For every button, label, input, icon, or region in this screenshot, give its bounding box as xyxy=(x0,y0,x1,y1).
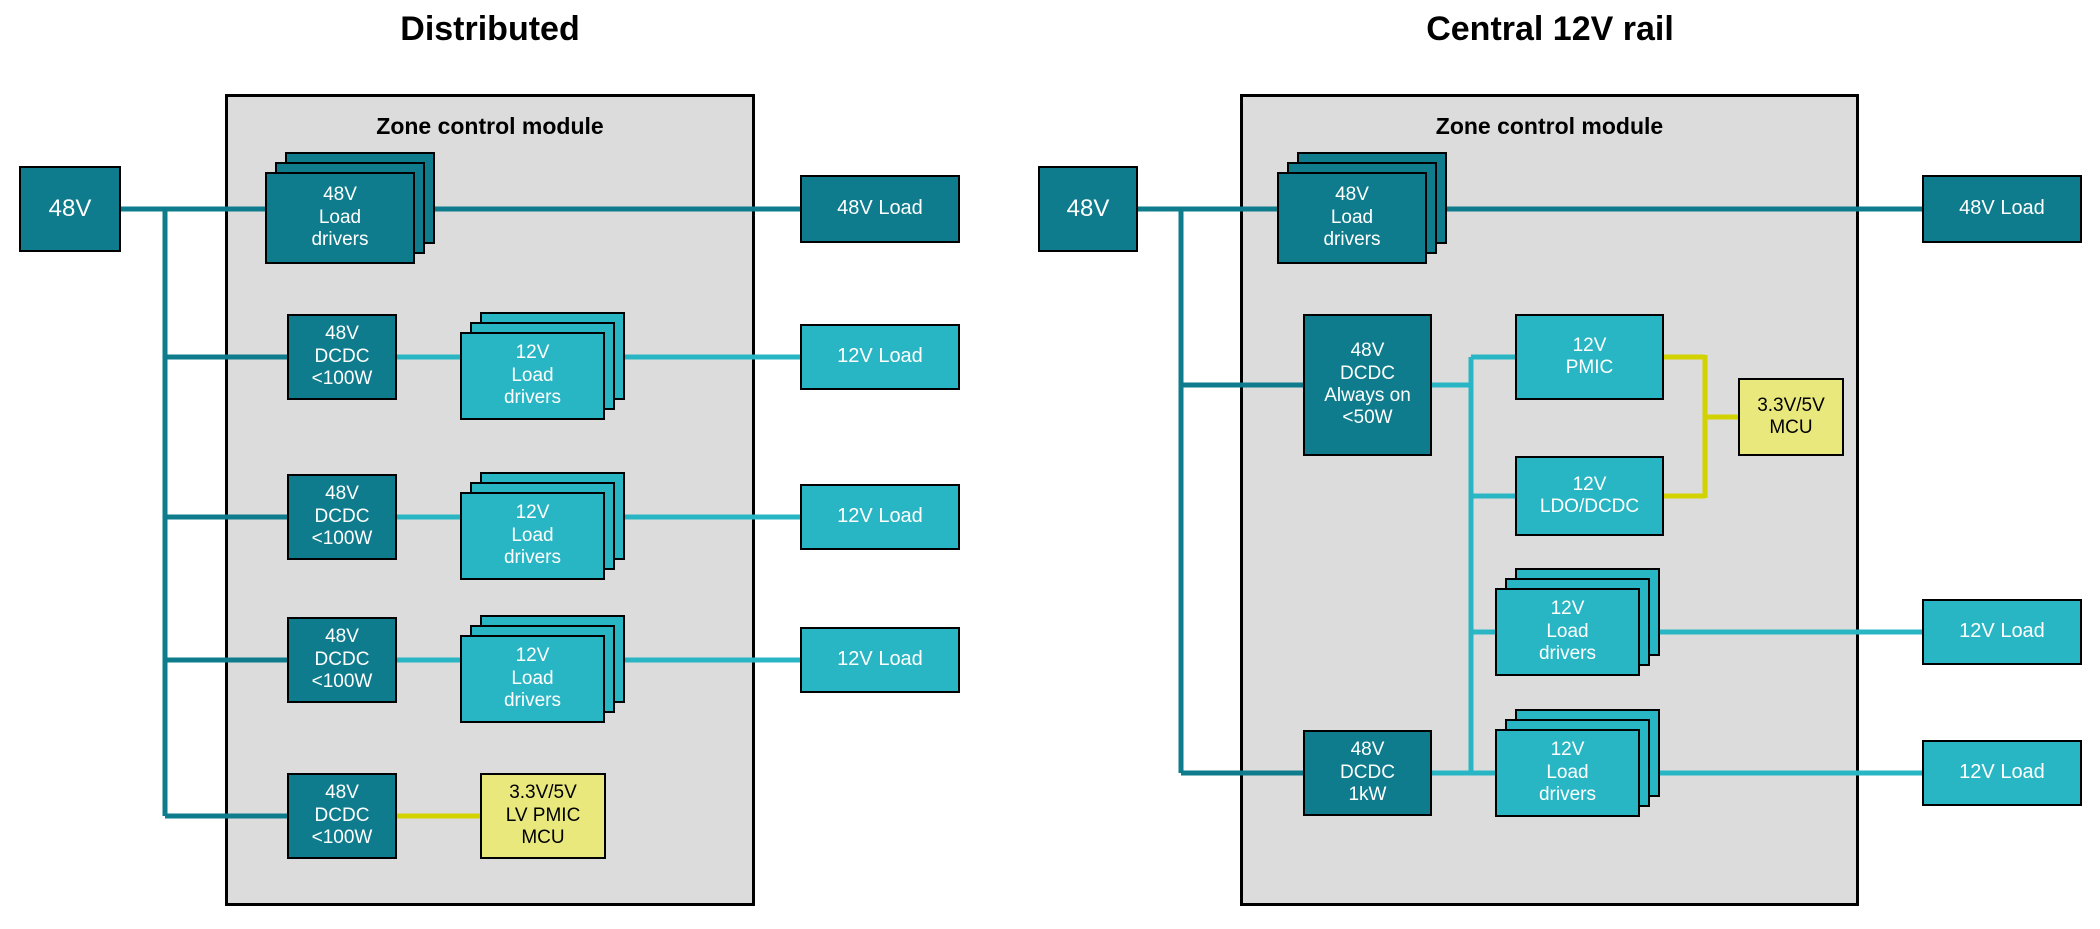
stack-front-card: 48V Load drivers xyxy=(265,172,415,264)
right-12v-pmic: 12V PMIC xyxy=(1515,314,1664,400)
right-dcdc-1kw: 48V DCDC 1kW xyxy=(1303,730,1432,816)
left-12v-load-3: 12V Load xyxy=(800,627,960,693)
left-48v-source: 48V xyxy=(19,166,121,252)
left-12v-load-drivers-stack-2: 12V Load drivers xyxy=(460,472,625,580)
stack-front-card: 12V Load drivers xyxy=(460,492,605,580)
left-dcdc-4: 48V DCDC <100W xyxy=(287,773,397,859)
right-12v-load-drivers-stack-1: 12V Load drivers xyxy=(1495,568,1660,676)
stack-front-card: 12V Load drivers xyxy=(1495,729,1640,817)
left-12v-load-drivers-stack-3: 12V Load drivers xyxy=(460,615,625,723)
left-12v-load-1: 12V Load xyxy=(800,324,960,390)
left-48v-load: 48V Load xyxy=(800,175,960,243)
stack-front-card: 12V Load drivers xyxy=(460,635,605,723)
right-mcu: 3.3V/5V MCU xyxy=(1738,378,1844,456)
left-diagram-title: Distributed xyxy=(400,10,580,48)
left-zone-title: Zone control module xyxy=(376,113,604,139)
right-12v-ldo-dcdc: 12V LDO/DCDC xyxy=(1515,456,1664,536)
left-dcdc-2: 48V DCDC <100W xyxy=(287,474,397,560)
right-dcdc-always-on: 48V DCDC Always on <50W xyxy=(1303,314,1432,456)
right-zone-title: Zone control module xyxy=(1435,113,1664,139)
left-lv-pmic-mcu: 3.3V/5V LV PMIC MCU xyxy=(480,773,606,859)
right-diagram-title: Central 12V rail xyxy=(1426,10,1674,48)
right-12v-load-2: 12V Load xyxy=(1922,740,2082,806)
right-48v-source: 48V xyxy=(1038,166,1138,252)
stack-front-card: 48V Load drivers xyxy=(1277,172,1427,264)
left-12v-load-drivers-stack-1: 12V Load drivers xyxy=(460,312,625,420)
left-dcdc-1: 48V DCDC <100W xyxy=(287,314,397,400)
stack-front-card: 12V Load drivers xyxy=(460,332,605,420)
stack-front-card: 12V Load drivers xyxy=(1495,588,1640,676)
left-12v-load-2: 12V Load xyxy=(800,484,960,550)
left-48v-load-drivers-stack: 48V Load drivers xyxy=(265,152,435,264)
right-12v-load-drivers-stack-2: 12V Load drivers xyxy=(1495,709,1660,817)
right-48v-load-drivers-stack: 48V Load drivers xyxy=(1277,152,1447,264)
right-12v-load-1: 12V Load xyxy=(1922,599,2082,665)
left-dcdc-3: 48V DCDC <100W xyxy=(287,617,397,703)
right-48v-load: 48V Load xyxy=(1922,175,2082,243)
